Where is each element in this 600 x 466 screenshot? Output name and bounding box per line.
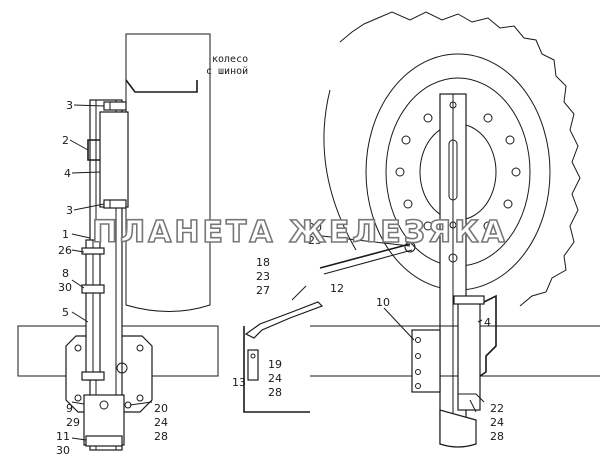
clamp-bracket: [99, 111, 129, 208]
bracket-13: [243, 326, 310, 413]
callout-4-left: 4: [64, 167, 71, 180]
callout-5: 5: [62, 306, 69, 319]
callout-24-right: 24: [490, 416, 504, 429]
hydraulic-cylinder: [457, 297, 481, 411]
clamp-plate: [411, 329, 441, 393]
callout-28-left: 28: [154, 430, 168, 443]
callout-18: 18: [256, 256, 270, 269]
wheel-caption: колесо с шиной: [206, 54, 248, 77]
bolt-mid: [103, 199, 127, 209]
callout-29: 29: [66, 416, 80, 429]
right-callouts: 20 25 18 23 27 12 10 4 13 19 24 28 22 24…: [232, 221, 504, 443]
mud-flap-bracket: [125, 79, 198, 93]
callout-30-a: 30: [58, 281, 72, 294]
callout-1: 1: [62, 228, 69, 241]
right-leaders: [291, 235, 483, 413]
callout-27: 27: [256, 284, 270, 297]
callout-25: 25: [308, 234, 322, 247]
callout-10: 10: [376, 296, 390, 309]
callout-22: 22: [490, 402, 504, 415]
callout-28-right: 28: [490, 430, 504, 443]
callout-23: 23: [256, 270, 270, 283]
frame-rail-right: [310, 325, 600, 377]
rod-pin: [404, 241, 416, 253]
callout-28-mid: 28: [268, 386, 282, 399]
callout-2: 2: [62, 134, 69, 147]
callout-3-mid: 3: [66, 204, 73, 217]
callout-20-left: 20: [154, 402, 168, 415]
callout-24-mid: 24: [268, 372, 282, 385]
callout-11: 11: [56, 430, 70, 443]
left-view: [17, 33, 219, 451]
watermark: ПЛАНЕТА ЖЕЛЕЗЯКА: [92, 215, 508, 250]
callout-8: 8: [62, 267, 69, 280]
callout-19: 19: [268, 358, 282, 371]
left-leaders: [69, 104, 153, 441]
callout-12: 12: [330, 282, 344, 295]
pin-19: [247, 349, 259, 381]
callout-9: 9: [66, 402, 73, 415]
callout-26: 26: [58, 244, 72, 257]
wheel-caption-line-2: с шиной: [206, 65, 248, 77]
rod-12: [319, 243, 411, 269]
right-view: [243, 11, 600, 448]
callout-3-top: 3: [66, 99, 73, 112]
bolt-top: [103, 101, 127, 111]
callout-13: 13: [232, 376, 246, 389]
tyre-outline: [339, 11, 581, 307]
left-callouts: 3 2 4 3 1 26 8 30 5 9 29 11 30 20 24 28: [56, 99, 168, 457]
callout-24-left: 24: [154, 416, 168, 429]
wheel-caption-line-1: колесо: [212, 54, 248, 65]
tyre-section: [125, 33, 211, 312]
callout-4-right: 4: [484, 316, 491, 329]
callout-30-b: 30: [56, 444, 70, 457]
hydraulic-line: [479, 294, 497, 377]
callout-20-right: 20: [308, 221, 322, 234]
